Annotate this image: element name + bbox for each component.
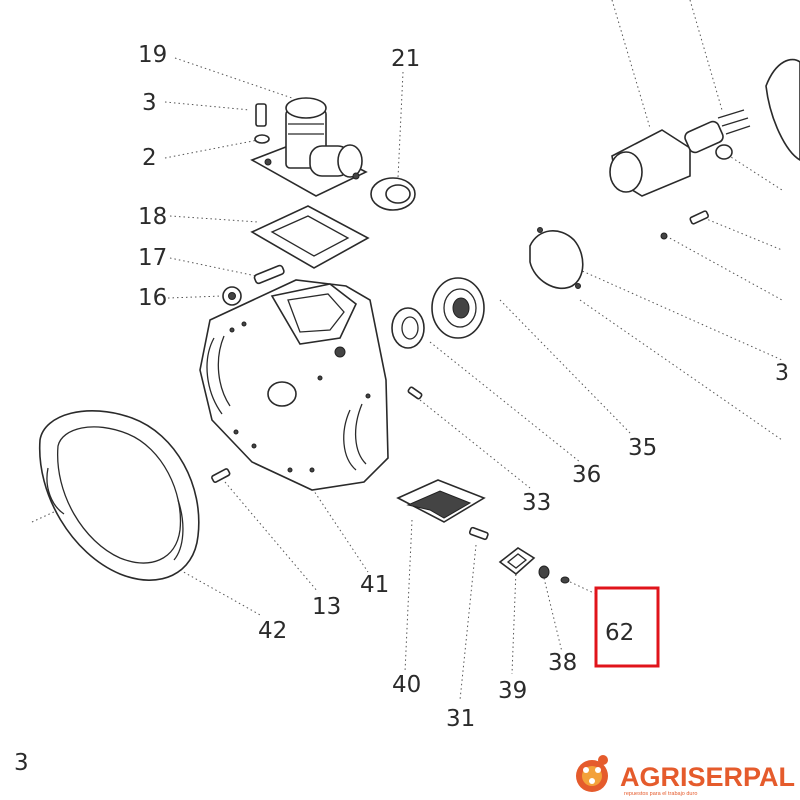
callout-38: 38 bbox=[548, 650, 577, 676]
part-17-stud bbox=[253, 264, 285, 285]
part-31-screw bbox=[468, 526, 489, 541]
part-42-gasket-ring bbox=[38, 410, 200, 581]
callout-cropped-right: 3 bbox=[775, 361, 789, 386]
part-2-washer bbox=[254, 134, 270, 144]
cover-plate bbox=[529, 227, 584, 289]
callout-42: 42 bbox=[258, 618, 287, 644]
sunflower-logo-icon bbox=[576, 755, 608, 792]
callout-40: 40 bbox=[392, 672, 421, 698]
brand-tagline: repuestos para el trabajo duro bbox=[624, 791, 697, 797]
callout-2: 2 bbox=[142, 145, 157, 171]
brand-name: AGRISERPAL bbox=[620, 762, 795, 792]
part-36-seal bbox=[391, 307, 425, 349]
callout-39: 39 bbox=[498, 678, 527, 704]
part-3-bolt bbox=[255, 103, 267, 127]
part-19-elbow bbox=[250, 97, 368, 197]
callout-13: 13 bbox=[312, 594, 341, 620]
callout-62: 62 bbox=[605, 620, 634, 646]
part-62-pin bbox=[560, 576, 570, 584]
callout-16: 16 bbox=[138, 285, 167, 311]
part-41-housing bbox=[199, 279, 389, 491]
part-40-pad bbox=[396, 479, 486, 523]
upper-right-shaft-assembly bbox=[609, 58, 800, 240]
callout-3: 3 bbox=[142, 90, 157, 116]
callout-18: 18 bbox=[138, 204, 167, 230]
callout-19: 19 bbox=[138, 42, 167, 68]
part-39-plate bbox=[498, 547, 536, 576]
part-35-bearing bbox=[431, 277, 485, 339]
callout-21: 21 bbox=[391, 46, 420, 72]
callout-labels: 19 3 2 21 18 17 16 35 36 33 41 42 13 40 … bbox=[14, 42, 789, 776]
callout-corner-3: 3 bbox=[14, 750, 29, 776]
callout-35: 35 bbox=[628, 435, 657, 461]
part-16-nut bbox=[222, 286, 242, 306]
callout-33: 33 bbox=[522, 490, 551, 516]
part-38-washer bbox=[538, 565, 550, 579]
leader-lines bbox=[31, 0, 783, 701]
brand-logo: AGRISERPAL repuestos para el trabajo dur… bbox=[576, 755, 795, 797]
highlight-box-62 bbox=[594, 586, 660, 668]
part-33-screw bbox=[407, 386, 423, 400]
part-21-fitting bbox=[370, 177, 416, 211]
part-18-gasket bbox=[250, 205, 370, 269]
callout-17: 17 bbox=[138, 245, 167, 271]
callout-41: 41 bbox=[360, 572, 389, 598]
part-13-bolt bbox=[211, 468, 231, 483]
callout-31: 31 bbox=[446, 706, 475, 732]
callout-36: 36 bbox=[572, 462, 601, 488]
